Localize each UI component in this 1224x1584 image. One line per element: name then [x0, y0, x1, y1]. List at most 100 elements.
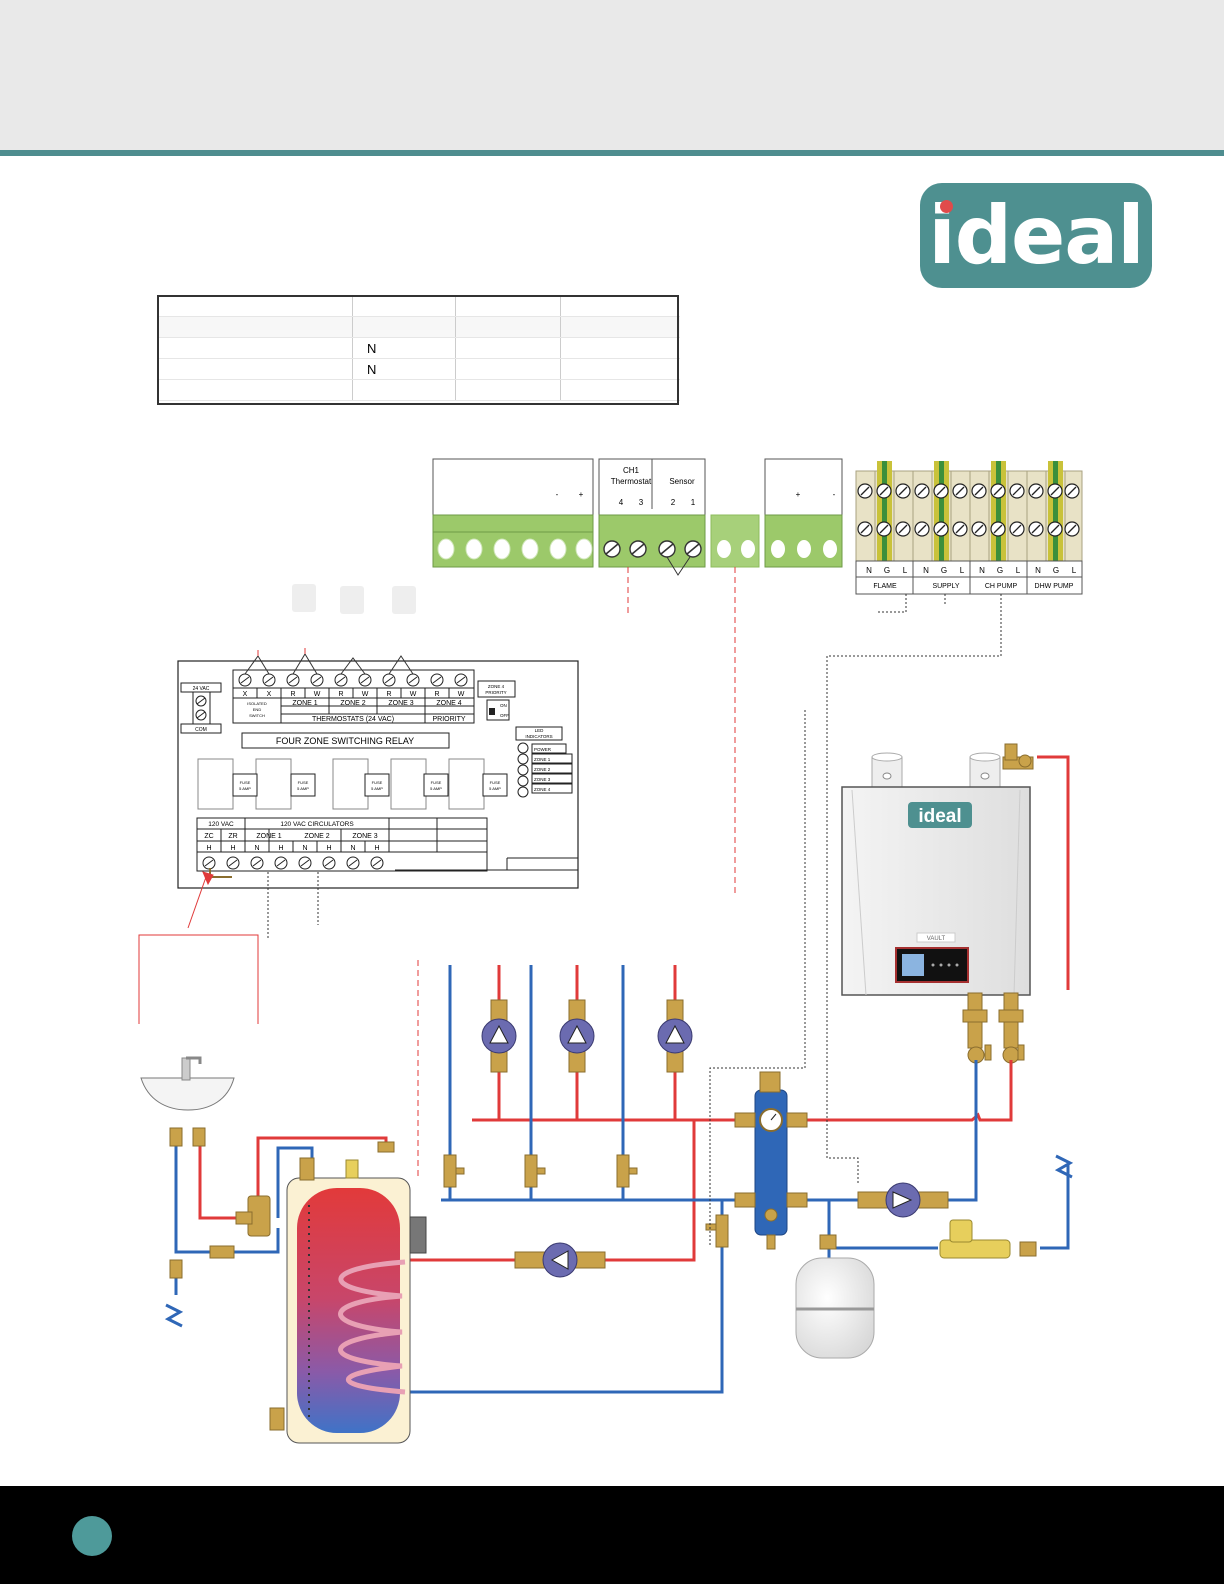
- sink: [140, 1056, 235, 1279]
- group-label-dhw-pump: DHW PUMP: [1035, 583, 1074, 590]
- pin-label: N: [866, 566, 872, 575]
- group-label-flame: FLAME: [873, 583, 897, 590]
- header-band: [0, 0, 1224, 150]
- led-label: ZONE 2: [534, 767, 551, 772]
- pin-label: G: [884, 566, 890, 575]
- circ-pin: N: [302, 845, 307, 852]
- low-voltage-terminal-right: + -: [764, 458, 843, 568]
- zone-label: ZONE 4: [436, 700, 461, 707]
- table-row: N: [158, 358, 680, 380]
- boiler-fittings: [962, 992, 1025, 1064]
- relay-pin: R: [338, 691, 343, 698]
- ch1-label: CH1: [623, 466, 640, 475]
- settings-table: N N: [158, 296, 680, 401]
- ideal-logo: ideal: [920, 183, 1152, 288]
- fuse-label: FUSE: [431, 780, 442, 785]
- cold-pipes: [174, 965, 1070, 1394]
- circ-zone: ZONE 3: [352, 833, 377, 840]
- low-voltage-wires: [138, 567, 736, 1180]
- zone-label: ZONE 2: [340, 700, 365, 707]
- circ-pin: H: [230, 845, 235, 852]
- expansion-tank: [795, 1234, 875, 1359]
- polarity-label: -: [833, 490, 836, 499]
- circ-pin: N: [350, 845, 355, 852]
- relay-pin: W: [458, 691, 465, 698]
- pin-label: N: [1035, 566, 1041, 575]
- four-zone-switching-relay: 24 VAC COM X X R W: [177, 648, 579, 889]
- circ-pin: N: [254, 845, 259, 852]
- zone-circulator: [657, 999, 693, 1073]
- page-number-badge: [72, 1516, 112, 1556]
- led-label: ZONE 4: [534, 787, 551, 792]
- pin-label: L: [1016, 566, 1021, 575]
- relay-pin: W: [410, 691, 417, 698]
- polarity-label: +: [796, 490, 801, 499]
- circ-pin: H: [374, 845, 379, 852]
- dhw-circulator: [514, 1242, 606, 1278]
- relay-pin: R: [290, 691, 295, 698]
- zone-label: ZONE 3: [388, 700, 413, 707]
- circ-pin: H: [326, 845, 331, 852]
- vac-label: 120 VAC: [208, 821, 234, 828]
- fuse-label: 5 AMP: [297, 786, 309, 791]
- header-rule: [0, 150, 1224, 156]
- pin-label: 1: [691, 498, 696, 507]
- switch-off: OFF: [500, 713, 509, 718]
- line-voltage-terminal-block: N G L N G L N G L N G L FLAME SUPPLY CH …: [855, 461, 1083, 595]
- pin-label: 2: [671, 498, 676, 507]
- fuse-label: FUSE: [490, 780, 501, 785]
- pin-label: L: [960, 566, 965, 575]
- relay-pin: W: [314, 691, 321, 698]
- led-title: INDICATORS: [525, 734, 552, 739]
- pin-label: L: [903, 566, 908, 575]
- zone-circulator: [481, 999, 517, 1073]
- zone-circulators: [481, 999, 693, 1073]
- led-title: LED: [535, 728, 545, 733]
- com-label: COM: [195, 727, 207, 733]
- footer-band: [0, 1486, 1224, 1584]
- relay-pin: W: [362, 691, 369, 698]
- group-label-supply: SUPPLY: [932, 583, 959, 590]
- priority-label: PRIORITY: [432, 716, 465, 723]
- boiler-model: VAULT: [927, 936, 946, 942]
- pin-label: G: [997, 566, 1003, 575]
- fuse-label: FUSE: [298, 780, 309, 785]
- isolated-label: END: [253, 707, 262, 712]
- relay-title: FOUR ZONE SWITCHING RELAY: [276, 736, 414, 746]
- led-label: POWER: [534, 747, 552, 752]
- table-row: N: [158, 337, 680, 359]
- sensor-label: Sensor: [669, 477, 695, 486]
- circ-pin: H: [278, 845, 283, 852]
- relay-pin: X: [267, 691, 272, 698]
- pin-label: G: [941, 566, 947, 575]
- logo-dot: [940, 200, 953, 213]
- zone4-priority: ZONE 4: [488, 684, 505, 689]
- boiler-circulator: [857, 1182, 949, 1218]
- circ-pin: H: [206, 845, 211, 852]
- relay-pin: R: [434, 691, 439, 698]
- circulators-label: 120 VAC CIRCULATORS: [280, 821, 354, 828]
- zone-circulator: [559, 999, 595, 1073]
- supply-label: 24 VAC: [193, 686, 210, 692]
- fuse-label: FUSE: [240, 780, 251, 785]
- circ-zone: ZONE 1: [256, 833, 281, 840]
- fill-valve: [939, 1219, 1037, 1259]
- polarity-label: -: [556, 490, 559, 499]
- polarity-label: +: [579, 490, 584, 499]
- zone4-priority: PRIORITY: [485, 690, 506, 695]
- spare-terminal: [710, 514, 760, 568]
- low-voltage-terminal-left: - +: [432, 458, 594, 568]
- thermostat-label: Thermostat: [611, 477, 652, 486]
- zr-label: ZR: [228, 833, 237, 840]
- pin-label: L: [1072, 566, 1077, 575]
- fuse-label: 5 AMP: [430, 786, 442, 791]
- pin-label: N: [979, 566, 985, 575]
- pin-label: 3: [639, 498, 644, 507]
- ch1-sensor-terminal: CH1 Thermostat Sensor 4 3 2 1: [598, 458, 706, 568]
- led-label: ZONE 3: [534, 777, 551, 782]
- relay-pin: R: [386, 691, 391, 698]
- circ-zone: ZONE 2: [304, 833, 329, 840]
- zone-return-valves: [443, 1154, 729, 1248]
- table-cell: N: [352, 358, 456, 380]
- relay-pin: X: [243, 691, 248, 698]
